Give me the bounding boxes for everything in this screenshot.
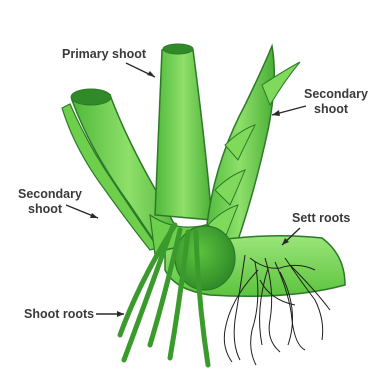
secondary-shoot-right-label-2: shoot bbox=[314, 102, 349, 116]
label-shoot-roots: Shoot roots bbox=[24, 307, 124, 321]
shoot-roots-label: Shoot roots bbox=[24, 307, 94, 321]
shoot-roots bbox=[120, 225, 208, 365]
sett-roots-label: Sett roots bbox=[292, 211, 350, 225]
secondary-shoot-right bbox=[205, 46, 300, 245]
primary-shoot bbox=[150, 44, 215, 255]
secondary-shoot-left-label-2: shoot bbox=[28, 202, 63, 216]
primary-shoot-label: Primary shoot bbox=[62, 47, 147, 61]
label-primary-shoot: Primary shoot bbox=[62, 47, 155, 77]
secondary-shoot-left-label-1: Secondary bbox=[18, 187, 82, 201]
label-secondary-shoot-left: Secondary shoot bbox=[18, 187, 98, 218]
label-secondary-shoot-right: Secondary shoot bbox=[272, 87, 368, 116]
secondary-shoot-right-label-1: Secondary bbox=[304, 87, 368, 101]
